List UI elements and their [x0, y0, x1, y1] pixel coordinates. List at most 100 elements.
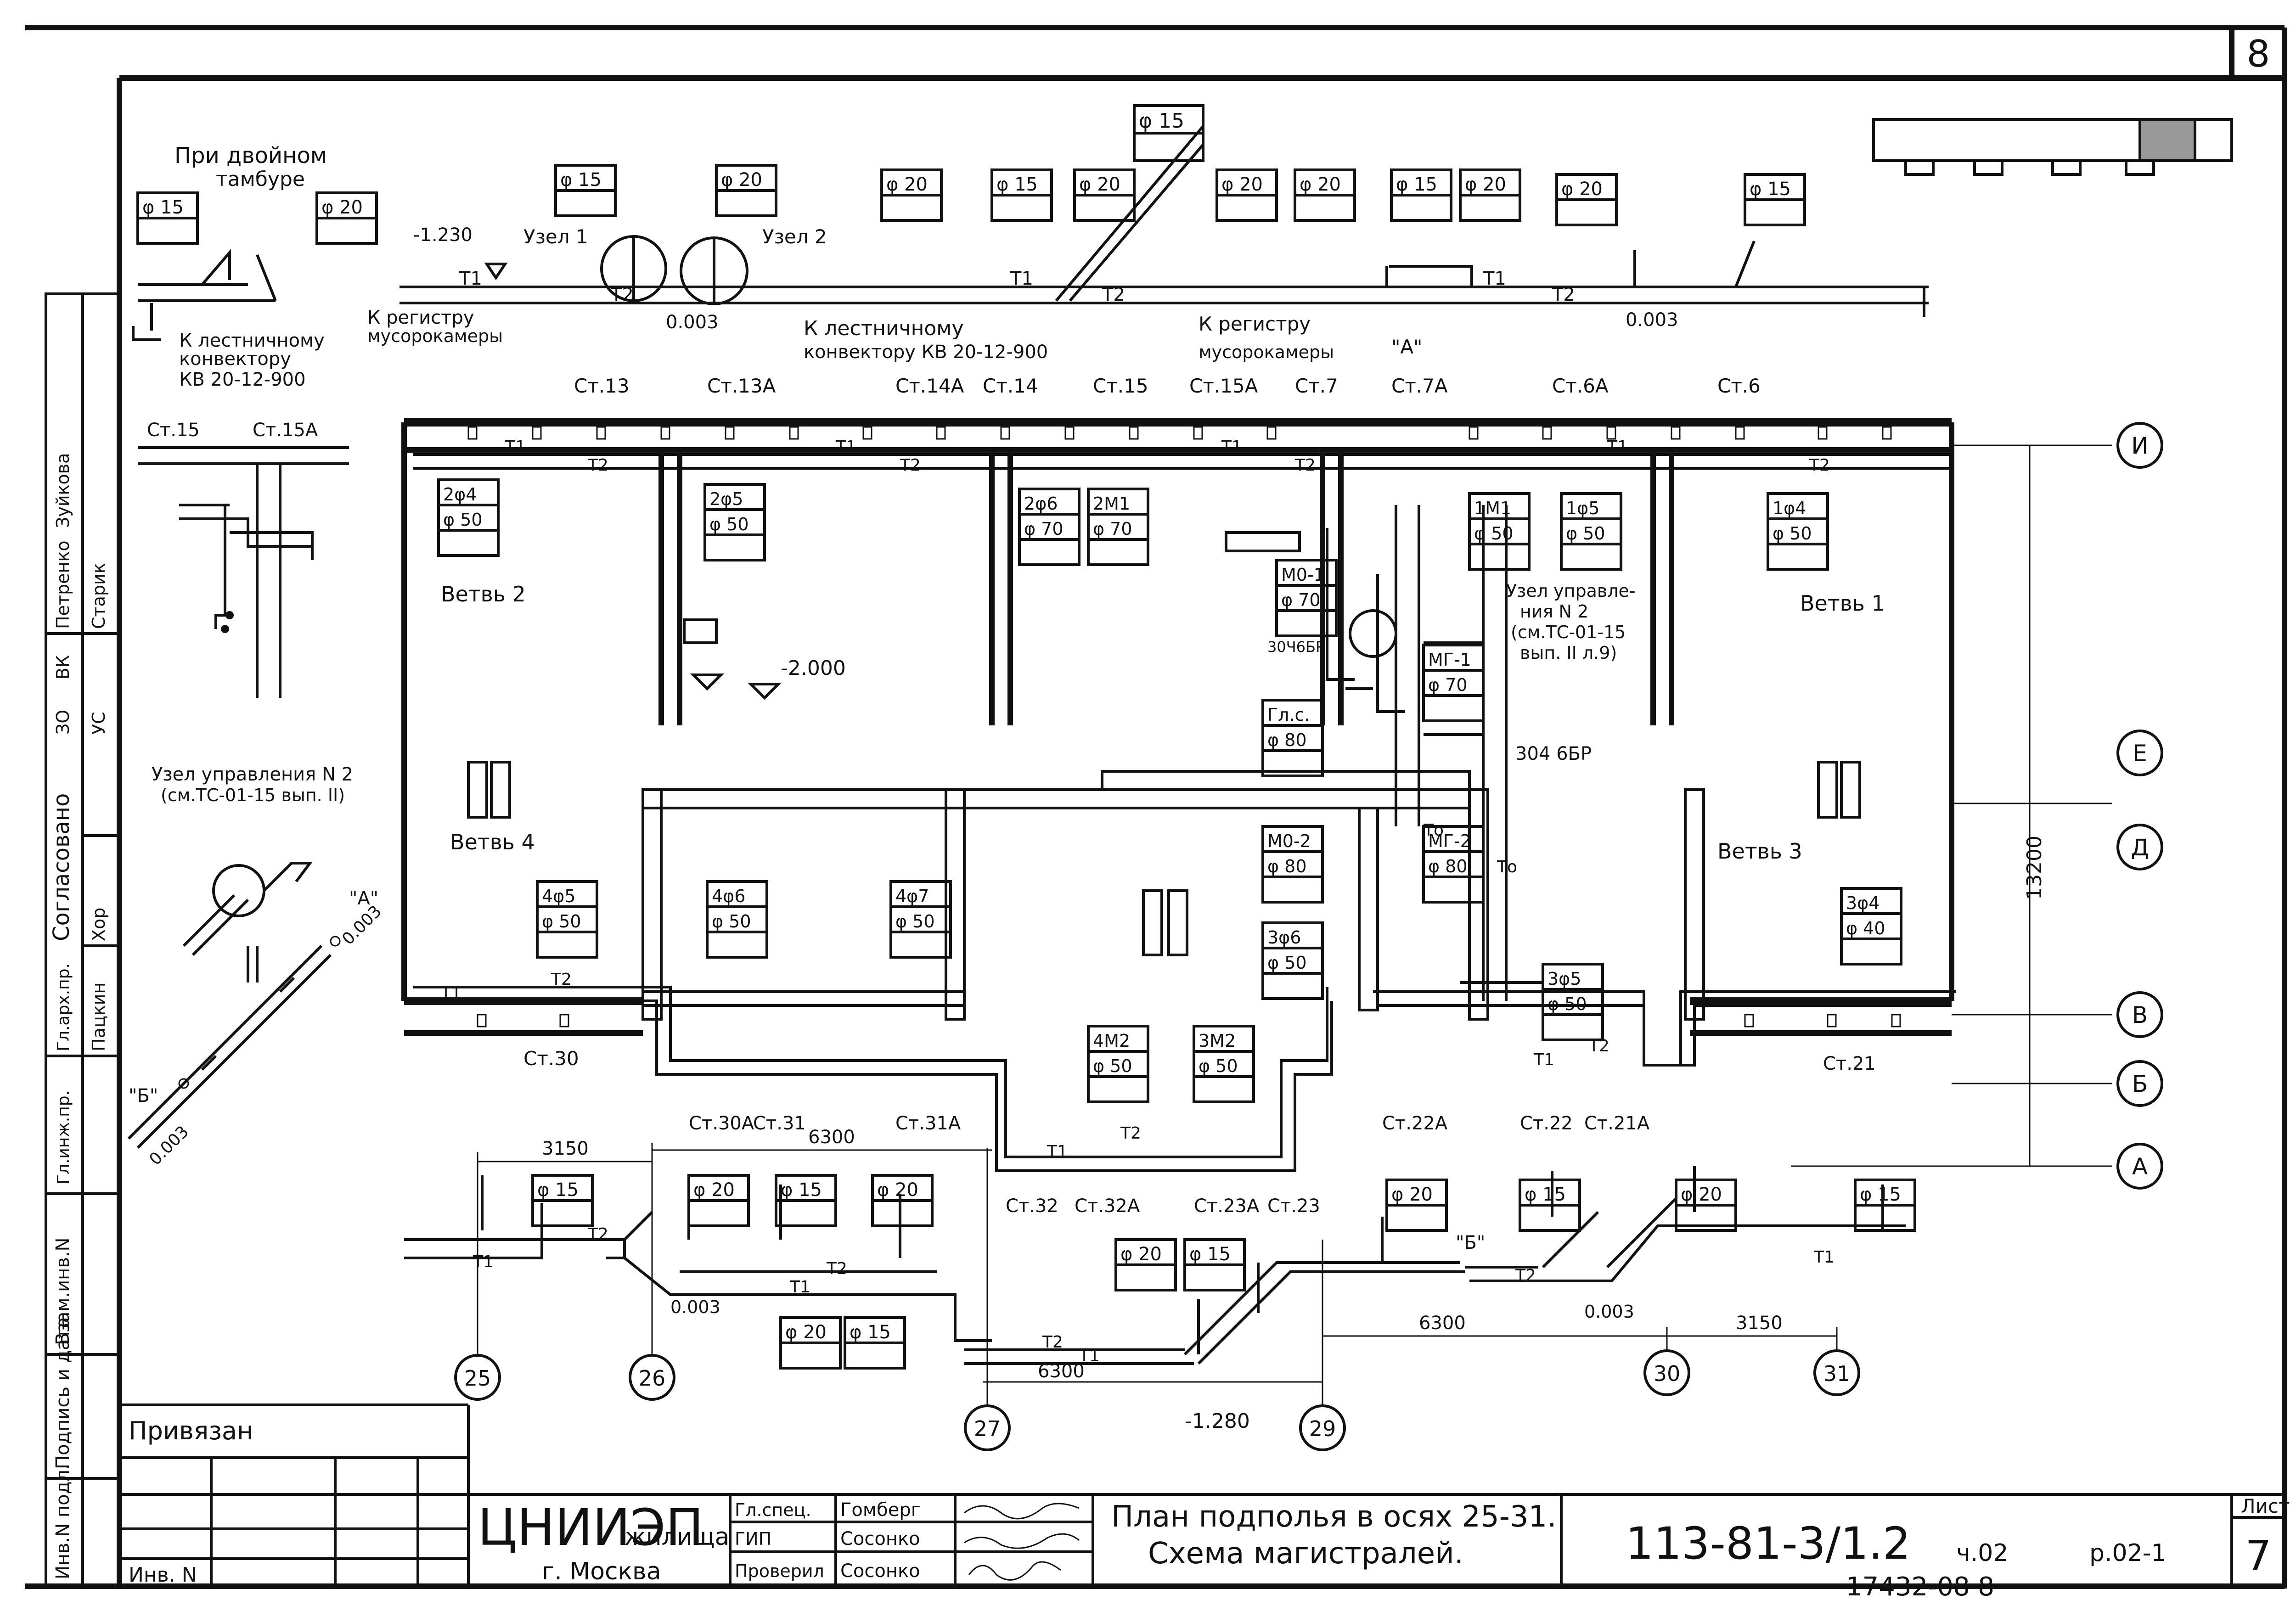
spec-tag-7-b: φ 50: [1773, 523, 1812, 544]
slope-bottom-1: 0.003: [670, 1297, 720, 1317]
inv-n-label: Инв. N: [129, 1563, 197, 1587]
dim-3150-right: 3150: [1736, 1313, 1783, 1334]
note-to-register-1: К регистру: [367, 307, 474, 328]
spec-tag-13-a: 3φ6: [1267, 927, 1301, 948]
page-number: 8: [2247, 33, 2270, 75]
spec-tag-14-b: φ 50: [542, 911, 581, 932]
org-name: ЦНИИЭП: [478, 1498, 703, 1557]
riser-14: Ст.14: [983, 375, 1038, 397]
side-label-soglasovano: Согласовано: [49, 793, 74, 941]
spec-tag-9-b: φ 70: [1428, 675, 1468, 695]
axis-d: Д: [2131, 834, 2149, 861]
axis-31: 31: [1823, 1361, 1851, 1386]
elev-bottom: -1.280: [1185, 1409, 1250, 1433]
spec-tag-18-a: 3М2: [1199, 1031, 1236, 1051]
pipe-t1-bot-c: Т1: [1079, 1347, 1100, 1365]
bottom-number: 17432-08 8: [1846, 1572, 1994, 1600]
spec-tag-4-b: φ 70: [1093, 519, 1132, 539]
riser-32: Ст.32: [1006, 1196, 1058, 1217]
spec-tag-2-a: 2φ5: [709, 489, 743, 509]
org-sub: жилища: [625, 1523, 730, 1551]
riser-30a: Ст.30А: [689, 1113, 754, 1134]
slope-bottom-2: 0.003: [1584, 1302, 1634, 1322]
note-uzel-upr-1: Узел управле-: [1506, 581, 1636, 601]
note-uzel1: Узел 1: [523, 225, 588, 248]
pipe-t1-plan-d: Т1: [1607, 438, 1628, 456]
side-name-starik: Старик: [89, 563, 109, 629]
note-to-register-b-2: мусорокамеры: [1199, 342, 1334, 362]
note-double-vestibule-1: При двойном: [174, 143, 327, 168]
sig-name-1: Гомберг: [840, 1499, 921, 1521]
spec-tag-16-a: 4φ7: [895, 886, 929, 906]
note-uzel2: Узел 2: [762, 225, 827, 248]
spec-tag-8-a: М0-1: [1281, 565, 1325, 585]
tag-b-phi20-5: φ 20: [1391, 1184, 1433, 1205]
pipe-t2-bot-d: Т2: [1515, 1266, 1536, 1285]
side-name-zo: ЗО: [53, 710, 73, 735]
spec-tag-15-a: 4φ6: [712, 886, 745, 906]
tag-b-phi20-6: φ 20: [1681, 1184, 1722, 1205]
spec-tag-2-b: φ 50: [709, 514, 749, 534]
riser-15a: Ст.15А: [1189, 375, 1258, 397]
tag-phi20-d: φ 20: [1079, 174, 1120, 195]
note-to-stair-conv-3: КВ 20-12-900: [179, 369, 306, 390]
tag-phi20-b: φ 20: [721, 169, 762, 191]
spec-tag-9-a: МГ-1: [1428, 650, 1471, 670]
axis-a: А: [2132, 1153, 2148, 1180]
mark-a-left: "А": [349, 888, 378, 909]
riser-6a: Ст.6А: [1552, 375, 1609, 397]
pipe-t2-plan-b: Т2: [900, 456, 921, 475]
signature-scribbles: [964, 1503, 1080, 1581]
pipe-t2-plan-d: Т2: [1809, 456, 1830, 475]
pipe-t1-top-a: Т1: [459, 268, 482, 289]
spec-tag-7-a: 1φ4: [1773, 498, 1806, 518]
bottom-small-tags: [531, 1174, 1916, 1370]
sig-role-1: Гл.спец.: [735, 1500, 811, 1520]
spec-tag-1-a: 2φ4: [443, 484, 477, 505]
pipe-t2-plan-e: Т2: [551, 970, 572, 989]
note-to-stair-main-1: К лестничному: [804, 317, 964, 340]
mark-b-bottom: "Б": [1456, 1232, 1485, 1253]
spec-tag-10-b: φ 80: [1267, 730, 1307, 750]
side-label-signature: Подпись и дата: [52, 1317, 73, 1469]
plan-valves: [467, 426, 1901, 1027]
pipe-t2-bot-a: Т2: [587, 1225, 608, 1244]
spec-tag-1-b: φ 50: [443, 510, 483, 530]
pipe-t2-top-a: Т2: [610, 284, 634, 305]
riser-13a: Ст.13А: [707, 375, 776, 397]
note-uzel-left-1: Узел управления N 2: [152, 764, 353, 785]
spec-tag-15-b: φ 50: [712, 911, 751, 932]
riser-13: Ст.13: [574, 375, 630, 397]
spec-tag-4-a: 2М1: [1093, 494, 1130, 514]
pipe-t1-top-c: Т1: [1483, 268, 1506, 289]
tag-phi20-c: φ 20: [886, 174, 928, 195]
doc-code: 113-81-3/1.2: [1626, 1518, 1911, 1569]
spec-tag-19-a: 3φ5: [1548, 969, 1581, 989]
riser-7a: Ст.7А: [1391, 375, 1448, 397]
sig-name-2: Сосонко: [840, 1528, 920, 1549]
pipe-t1-bot-d: Т1: [1813, 1248, 1835, 1267]
tag-phi15-c: φ 15: [996, 174, 1038, 195]
pipe-304b: 30Ч6БР: [1267, 638, 1324, 656]
axis-27: 27: [974, 1416, 1001, 1441]
riser-30: Ст.30: [523, 1047, 579, 1070]
org-city: г. Москва: [542, 1558, 661, 1585]
pipe-t1-plan-e: Т1: [440, 984, 461, 1003]
side-label-inv: Инв.N подл.: [52, 1464, 73, 1579]
riser-21a: Ст.21А: [1584, 1113, 1650, 1134]
spec-tag-3-a: 2φ6: [1024, 494, 1058, 514]
spec-tag-12-b: φ 80: [1428, 856, 1468, 876]
spec-tag-14-a: 4φ5: [542, 886, 575, 906]
spec-tag-13-b: φ 50: [1267, 953, 1307, 973]
note-uzel-upr-4: вып. II л.9): [1520, 643, 1617, 663]
spec-tag-3-b: φ 70: [1024, 519, 1064, 539]
tag-phi20-h: φ 20: [1561, 179, 1603, 200]
tag-b-phi15-5: φ 15: [1525, 1184, 1566, 1205]
spec-tag-20-b: φ 40: [1846, 918, 1885, 938]
dim-13200: 13200: [2023, 836, 2046, 900]
side-label-gl-arch: Гл.арх.пр.: [54, 963, 73, 1051]
branch-4: Ветвь 4: [450, 830, 535, 854]
tag-b-phi15-3: φ 15: [850, 1322, 891, 1343]
tag-b-phi15-4: φ 15: [1189, 1244, 1231, 1265]
riser-21: Ст.21: [1823, 1053, 1876, 1074]
